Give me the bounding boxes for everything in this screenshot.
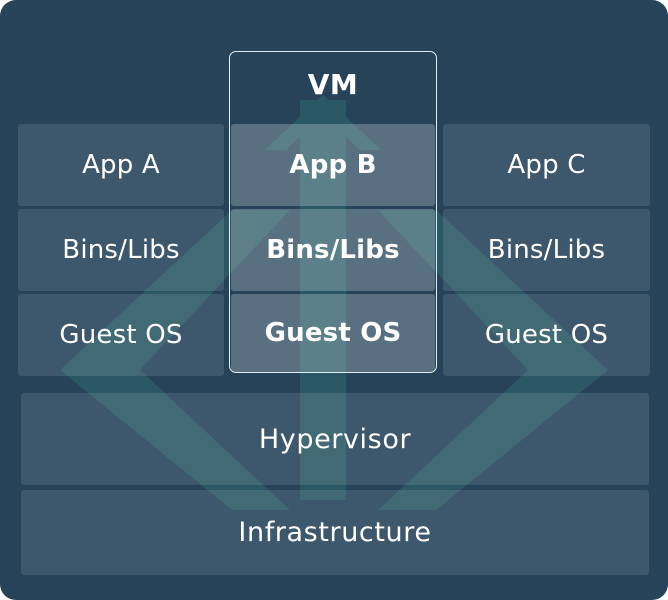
- bins-libs-a-block: Bins/Libs: [18, 209, 224, 291]
- hypervisor-layer: Hypervisor: [21, 393, 649, 485]
- guest-os-a-block: Guest OS: [18, 294, 224, 376]
- infrastructure-layer: Infrastructure: [21, 490, 649, 575]
- guest-os-c-block: Guest OS: [443, 294, 650, 376]
- app-a-block: App A: [18, 124, 224, 206]
- app-b-block: App B: [231, 124, 435, 206]
- vm-boundary: [229, 51, 437, 373]
- bins-libs-b-block: Bins/Libs: [231, 209, 435, 291]
- app-c-block: App C: [443, 124, 650, 206]
- bins-libs-c-block: Bins/Libs: [443, 209, 650, 291]
- vm-label: VM: [307, 68, 359, 101]
- guest-os-b-block: Guest OS: [231, 294, 435, 372]
